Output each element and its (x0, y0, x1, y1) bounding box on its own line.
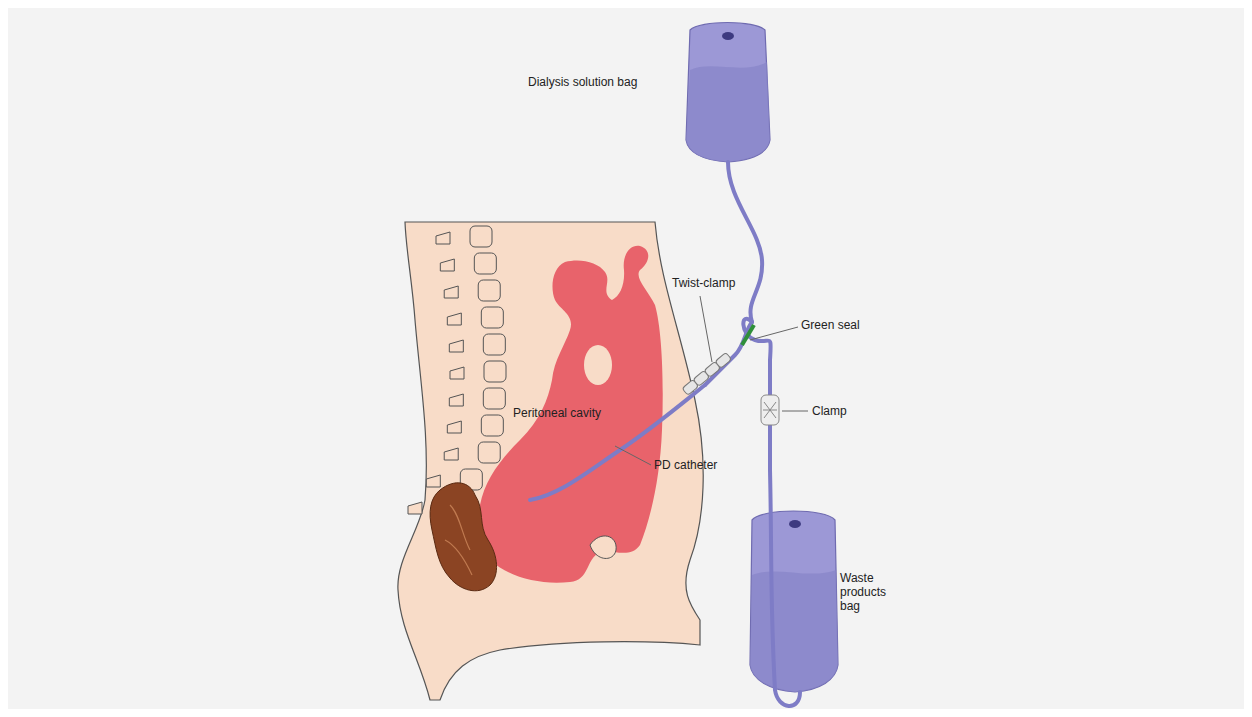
green-seal (742, 325, 754, 345)
spinous-process (426, 475, 440, 487)
pd-catheter (530, 385, 705, 500)
dialysis-solution-bag (686, 23, 770, 163)
roller-clamp (761, 395, 779, 425)
vertebra (481, 307, 503, 328)
vertebra (483, 388, 505, 409)
spinous-process (450, 367, 464, 379)
bag-port (789, 520, 801, 528)
spinous-process (408, 502, 422, 514)
background-panel (8, 8, 1244, 709)
tubing (530, 162, 800, 706)
bag-fluid (686, 62, 770, 162)
bag-fluid (750, 570, 838, 692)
part-label: Peritoneal cavity (513, 406, 601, 420)
spinous-process (444, 286, 458, 298)
spinous-process (449, 340, 463, 352)
vertebra (478, 280, 500, 301)
waste-products-bag (750, 511, 838, 692)
vertebra (484, 361, 506, 382)
part-label: Green seal (801, 318, 860, 332)
drain-line (743, 319, 800, 706)
part-label: Twist-clamp (672, 276, 735, 290)
spinous-process (447, 313, 461, 325)
leader-line (615, 296, 808, 465)
colon-fold (445, 505, 472, 575)
vertebra (474, 253, 496, 274)
vertebra (483, 334, 505, 355)
part-label: Clamp (812, 404, 847, 418)
part-label: Waste products bag (840, 571, 896, 613)
spinous-process (436, 232, 450, 244)
twist-clamp (682, 352, 732, 395)
spine (408, 226, 506, 517)
organ-gap (584, 345, 612, 385)
pubic-bone (590, 536, 616, 559)
spinous-process (449, 394, 463, 406)
solution-line (728, 162, 762, 322)
part-label: PD catheter (654, 458, 717, 472)
bag-port (722, 32, 734, 40)
spinous-process (440, 259, 454, 271)
peritoneal-cavity (478, 246, 663, 583)
colon (430, 483, 497, 591)
vertebra (478, 442, 500, 463)
vertebra (470, 226, 492, 247)
vertebra (481, 415, 503, 436)
part-label: Dialysis solution bag (528, 75, 637, 89)
spinous-process (447, 421, 461, 433)
spinous-process (444, 448, 458, 460)
